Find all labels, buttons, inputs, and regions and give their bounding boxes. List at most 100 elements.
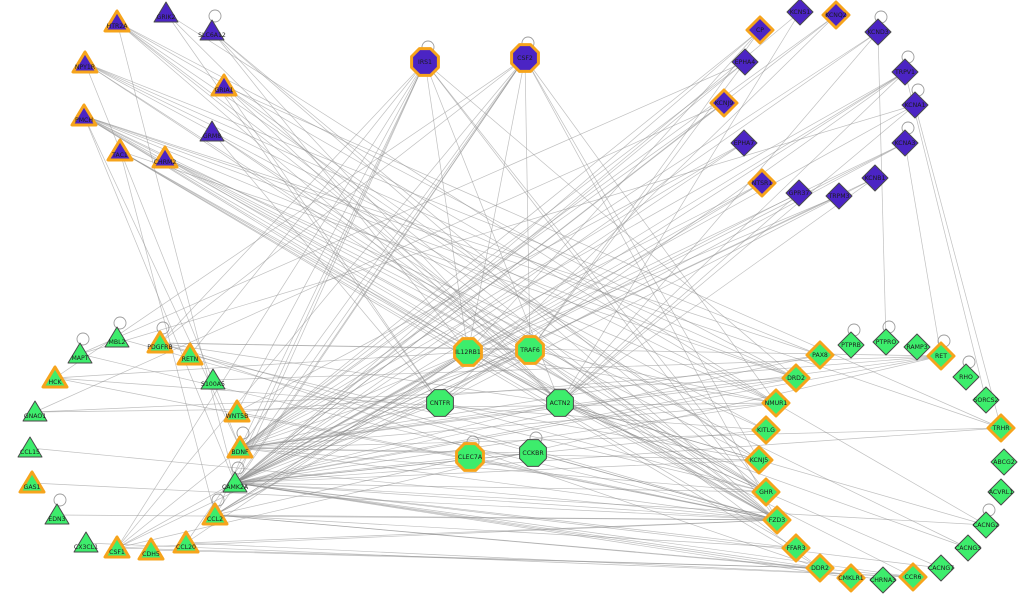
diamond-node-shape[interactable]	[730, 129, 758, 157]
octagon-node-shape[interactable]	[515, 335, 545, 365]
triangle-node-shape[interactable]	[146, 330, 174, 354]
diamond-node-shape[interactable]	[891, 129, 919, 157]
node-PDGFRB[interactable]: PDGFRB	[146, 330, 174, 354]
diamond-node-shape[interactable]	[927, 554, 955, 582]
diamond-node-shape[interactable]	[891, 58, 919, 86]
node-MAPT[interactable]: MAPT	[67, 342, 93, 364]
node-TRPM3[interactable]: TRPM3	[825, 182, 853, 210]
diamond-node-shape[interactable]	[747, 168, 777, 198]
node-ACVRL1[interactable]: ACVRL1	[987, 478, 1015, 506]
node-GPR37[interactable]: GPR37	[785, 179, 813, 207]
node-PMCH[interactable]: PMCH	[70, 103, 98, 127]
node-NMUR1[interactable]: NMUR1	[761, 388, 791, 418]
triangle-node-shape[interactable]	[103, 9, 131, 33]
node-KCND3[interactable]: KCND3	[864, 18, 892, 46]
diamond-node-shape[interactable]	[751, 415, 781, 445]
node-SORCS2[interactable]: SORCS2	[972, 386, 1000, 414]
diamond-node-shape[interactable]	[836, 563, 866, 593]
node-CX3CL1[interactable]: CX3CL1	[73, 531, 99, 553]
diamond-node-shape[interactable]	[751, 477, 781, 507]
triangle-node-shape[interactable]	[44, 503, 70, 525]
octagon-node-shape[interactable]	[519, 439, 547, 467]
node-CACNG7[interactable]: CACNG7	[927, 554, 955, 582]
diamond-node-shape[interactable]	[762, 505, 792, 535]
node-IL12RB1[interactable]: IL12RB1	[453, 337, 483, 367]
node-CLEC7A[interactable]: CLEC7A	[455, 442, 485, 472]
node-DDR2[interactable]: DDR2	[805, 553, 835, 583]
diamond-node-shape[interactable]	[901, 91, 929, 119]
triangle-node-shape[interactable]	[70, 103, 98, 127]
node-CCKBR[interactable]: CCKBR	[519, 439, 547, 467]
node-CMKLR1[interactable]: CMKLR1	[836, 563, 866, 593]
diamond-node-shape[interactable]	[898, 562, 928, 592]
node-CCL20[interactable]: CCL20	[172, 530, 200, 554]
diamond-node-shape[interactable]	[709, 88, 739, 118]
node-EDN3[interactable]: EDN3	[44, 503, 70, 525]
node-HCK[interactable]: HCK	[41, 365, 69, 389]
node-RET[interactable]: RET	[926, 341, 956, 371]
octagon-node-shape[interactable]	[453, 337, 483, 367]
triangle-node-shape[interactable]	[151, 145, 179, 169]
diamond-node-shape[interactable]	[864, 18, 892, 46]
node-CHRM2[interactable]: CHRM2	[151, 145, 179, 169]
node-GRIA1[interactable]: GRIA1	[210, 73, 238, 97]
triangle-node-shape[interactable]	[104, 326, 130, 348]
diamond-node-shape[interactable]	[972, 386, 1000, 414]
node-ABCG2[interactable]: ABCG2	[990, 448, 1018, 476]
node-ACTN2[interactable]: ACTN2	[546, 389, 574, 417]
node-GRM8[interactable]: GRM8	[199, 120, 225, 142]
node-RHO[interactable]: RHO	[952, 363, 980, 391]
diamond-node-shape[interactable]	[926, 341, 956, 371]
node-GRIK2[interactable]: GRIK2	[153, 1, 179, 23]
diamond-node-shape[interactable]	[744, 445, 774, 475]
node-TRAF6[interactable]: TRAF6	[515, 335, 545, 365]
triangle-node-shape[interactable]	[137, 537, 165, 561]
triangle-node-shape[interactable]	[222, 471, 248, 493]
octagon-node-shape[interactable]	[455, 442, 485, 472]
node-CCR6[interactable]: CCR6	[898, 562, 928, 592]
diamond-node-shape[interactable]	[837, 331, 865, 359]
triangle-node-shape[interactable]	[71, 50, 99, 74]
triangle-node-shape[interactable]	[17, 436, 43, 458]
node-KITLG[interactable]: KITLG	[751, 415, 781, 445]
node-KCNS1[interactable]: KCNS1	[786, 0, 814, 26]
node-EPHA7[interactable]: EPHA7	[730, 129, 758, 157]
triangle-node-shape[interactable]	[22, 400, 48, 422]
diamond-node-shape[interactable]	[872, 328, 900, 356]
octagon-node-shape[interactable]	[410, 47, 440, 77]
node-SLC6A12[interactable]: SLC6A12	[198, 19, 226, 41]
diamond-node-shape[interactable]	[805, 553, 835, 583]
diamond-node-shape[interactable]	[954, 534, 982, 562]
diamond-node-shape[interactable]	[786, 0, 814, 26]
triangle-node-shape[interactable]	[67, 342, 93, 364]
diamond-node-shape[interactable]	[861, 164, 889, 192]
node-KCNJ5[interactable]: KCNJ5	[744, 445, 774, 475]
triangle-node-shape[interactable]	[106, 138, 134, 162]
triangle-node-shape[interactable]	[172, 530, 200, 554]
node-CHRNA3[interactable]: CHRNA3	[869, 566, 897, 594]
node-HTR2A[interactable]: HTR2A	[103, 9, 131, 33]
node-PAX8[interactable]: PAX8	[805, 340, 835, 370]
diamond-node-shape[interactable]	[986, 413, 1016, 443]
node-CCL15[interactable]: CCL15	[17, 436, 43, 458]
diamond-node-shape[interactable]	[761, 388, 791, 418]
node-CSF1[interactable]: CSF1	[103, 535, 131, 559]
diamond-node-shape[interactable]	[972, 511, 1000, 539]
node-GNAO1[interactable]: GNAO1	[22, 400, 48, 422]
node-DRD2[interactable]: DRD2	[781, 363, 811, 393]
node-CSF2[interactable]: CSF2	[510, 43, 540, 73]
node-KCNB1[interactable]: KCNB1	[861, 164, 889, 192]
triangle-node-shape[interactable]	[223, 399, 251, 423]
diamond-node-shape[interactable]	[987, 478, 1015, 506]
triangle-node-shape[interactable]	[201, 502, 229, 526]
diamond-node-shape[interactable]	[805, 340, 835, 370]
diamond-node-shape[interactable]	[821, 0, 851, 30]
diamond-node-shape[interactable]	[745, 15, 775, 45]
triangle-node-shape[interactable]	[73, 531, 99, 553]
octagon-node-shape[interactable]	[510, 43, 540, 73]
node-EPHA4[interactable]: EPHA4	[731, 48, 759, 76]
triangle-node-shape[interactable]	[199, 120, 225, 142]
diamond-node-shape[interactable]	[781, 533, 811, 563]
node-KCNA1[interactable]: KCNA1	[901, 91, 929, 119]
node-KCNA3[interactable]: KCNA3	[891, 129, 919, 157]
